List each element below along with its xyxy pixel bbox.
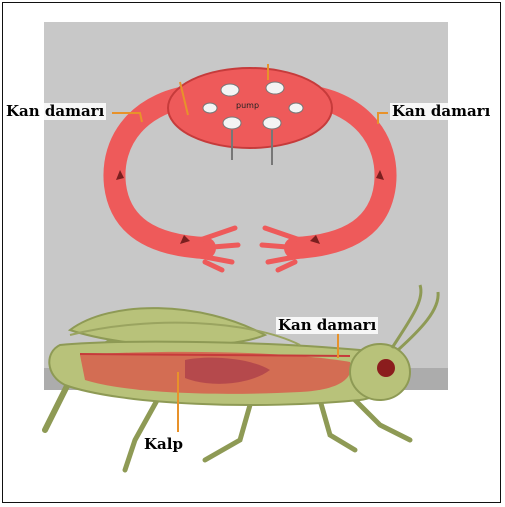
label-vessel-insect: Kan damarı [276, 317, 378, 334]
label-vessel-right: Kan damarı [390, 103, 492, 120]
label-pump: pump [236, 101, 259, 110]
label-vessel-left: Kan damarı [4, 103, 106, 120]
grasshopper-eye [377, 359, 395, 377]
label-heart: Kalp [142, 436, 185, 453]
